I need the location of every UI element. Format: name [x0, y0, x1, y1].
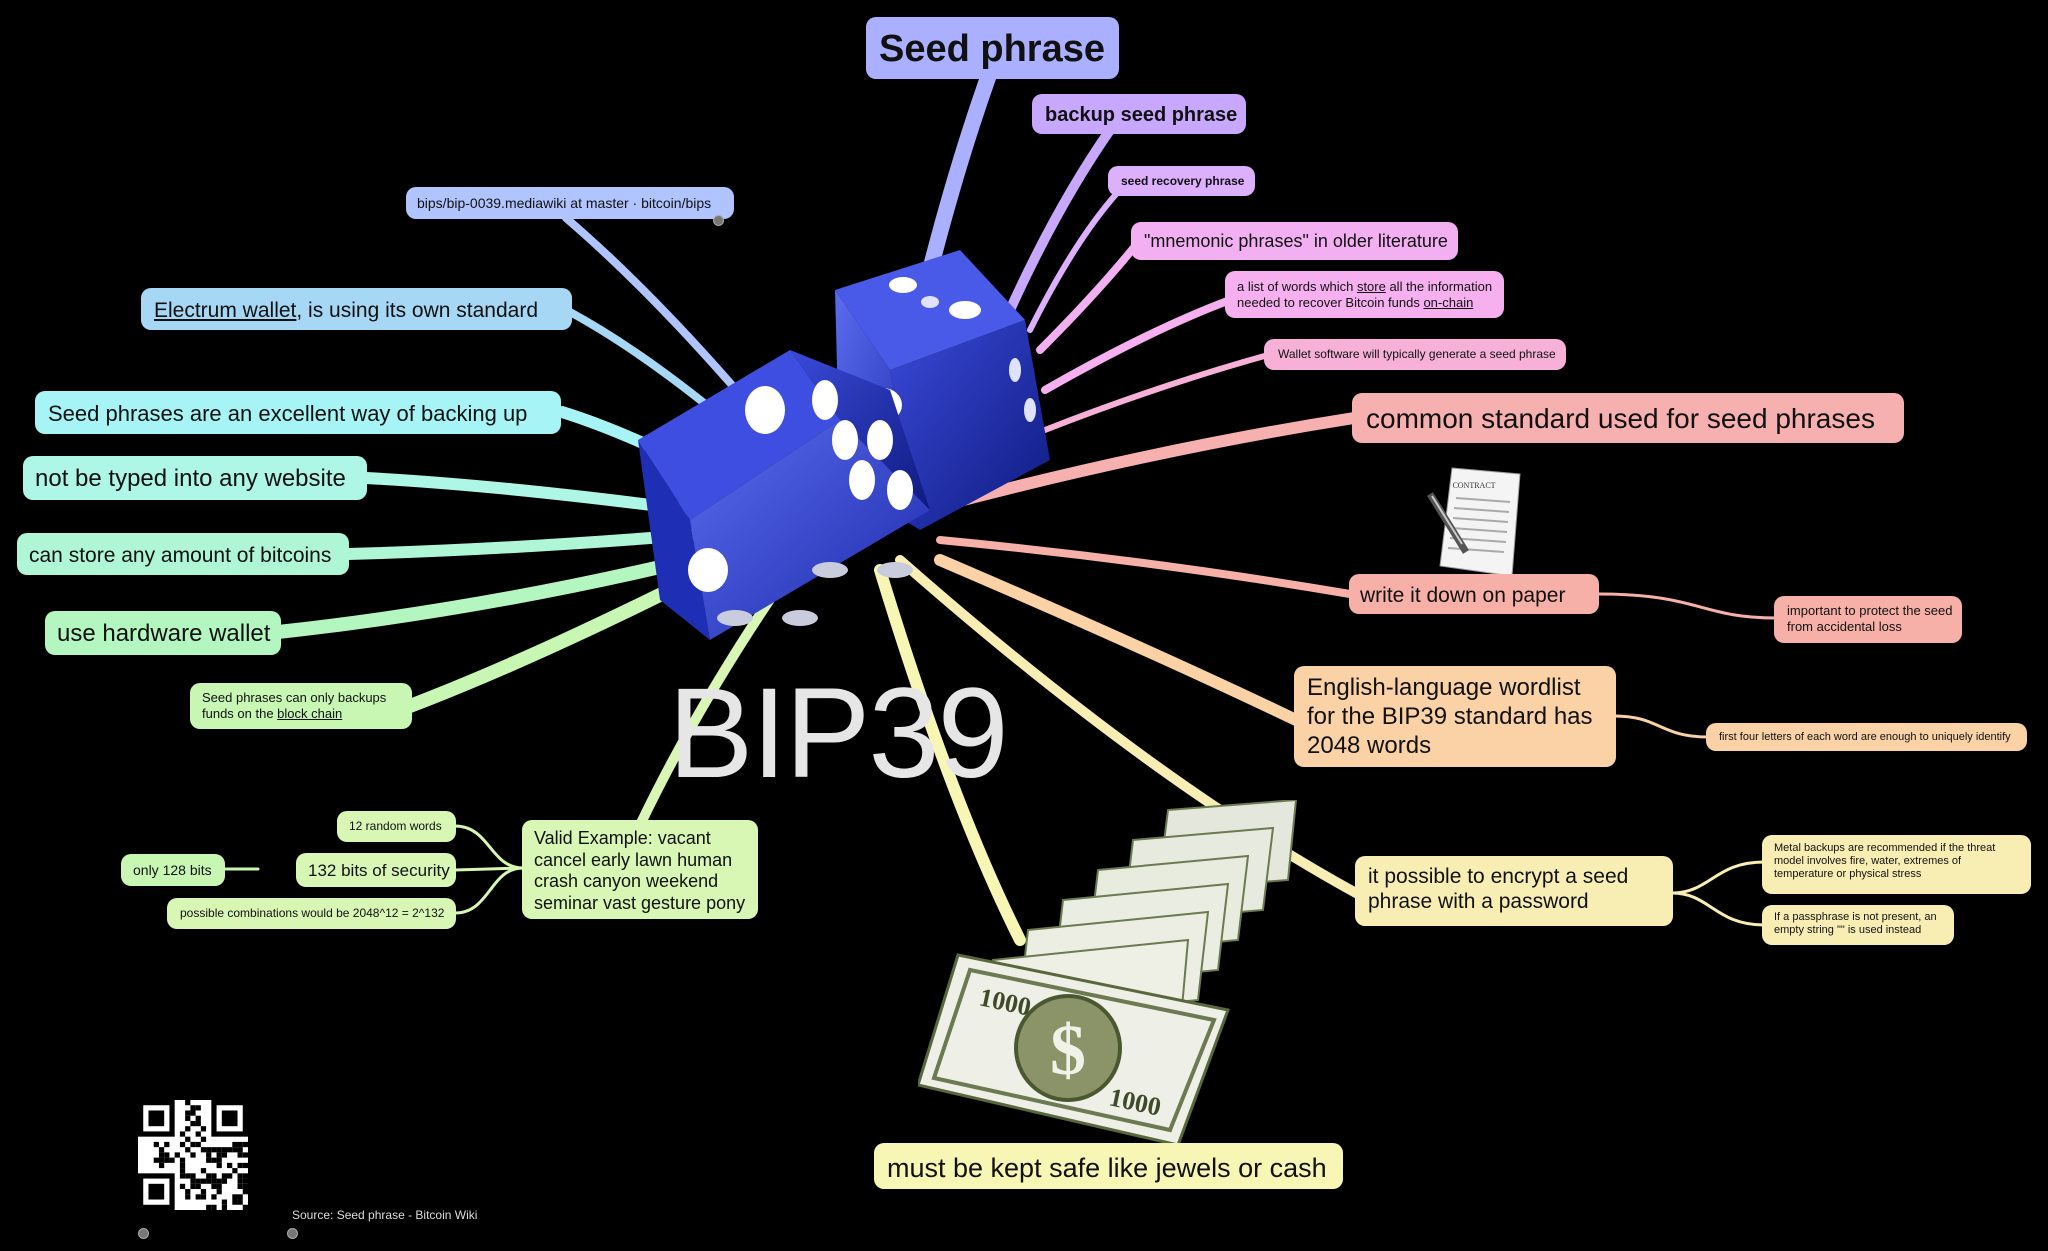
contract-icon: CONTRACT	[1427, 467, 1521, 577]
block-chain-link[interactable]: block chain	[277, 705, 343, 721]
branch-store-any	[342, 529, 696, 560]
node-backup-seed-phrase[interactable]: backup seed phrase	[1032, 94, 1246, 134]
store-link[interactable]: store	[1356, 279, 1386, 294]
node-protect-loss[interactable]: important to protect the seed from accid…	[1774, 596, 1962, 643]
node-not-typed[interactable]: not be typed into any website	[23, 456, 367, 500]
bill-symbol: $	[1050, 1010, 1086, 1090]
node-write-paper[interactable]: write it down on paper	[1349, 574, 1599, 614]
node-electrum-wallet[interactable]: Electrum wallet, is using its own standa…	[141, 288, 572, 330]
on-chain-link[interactable]: on-chain	[1423, 294, 1474, 310]
node-seed-recovery-phrase[interactable]: seed recovery phrase	[1108, 166, 1255, 196]
node-common-standard[interactable]: common standard used for seed phrases	[1352, 393, 1904, 443]
branch-list-words	[1041, 296, 1234, 394]
contract-label: CONTRACT	[1452, 481, 1495, 490]
branch-wordlist	[934, 554, 1302, 726]
branch-wallet-software	[1042, 352, 1271, 433]
branch-encrypt	[895, 555, 1361, 898]
node-132-bits[interactable]: 132 bits of security	[296, 853, 456, 887]
node-passphrase-empty[interactable]: If a passphrase is not present, an empty…	[1762, 905, 1954, 945]
dice-illustration	[638, 250, 1050, 640]
node-combinations[interactable]: possible combinations would be 2048^12 =…	[167, 898, 456, 929]
money-stack-icon: $ 1000 1000	[918, 800, 1298, 1147]
branch-only-backups	[403, 573, 697, 713]
link-indicator-icon[interactable]	[138, 1228, 149, 1239]
branch-kept-safe	[874, 564, 1026, 946]
branch-write-paper	[936, 536, 1354, 598]
node-first-four-letters[interactable]: first four letters of each word are enou…	[1706, 723, 2027, 751]
node-bips-link[interactable]: bips/bip-0039.mediawiki at master · bitc…	[406, 187, 734, 219]
front-die	[638, 350, 930, 640]
link-indicator-icon[interactable]	[287, 1228, 298, 1239]
node-excellent-backup[interactable]: Seed phrases are an excellent way of bac…	[35, 391, 561, 434]
branch-combos	[453, 866, 525, 915]
electrum-wallet-link[interactable]: Electrum wallet	[154, 299, 297, 322]
link-indicator-icon[interactable]	[713, 215, 724, 226]
node-wordlist[interactable]: English-language wordlist for the BIP39 …	[1294, 666, 1616, 767]
node-seed-phrase[interactable]: Seed phrase	[866, 17, 1119, 79]
branch-mnemonic	[1036, 236, 1144, 354]
branch-protect-loss	[1596, 592, 1778, 620]
branch-hardware	[271, 553, 697, 639]
electrum-text: , is using its own standard	[296, 299, 539, 322]
source-caption: Source: Seed phrase - Bitcoin Wiki	[292, 1208, 478, 1222]
node-wallet-software[interactable]: Wallet software will typically generate …	[1264, 339, 1566, 370]
node-hardware-wallet[interactable]: use hardware wallet	[45, 611, 281, 655]
node-list-of-words[interactable]: a list of words which store all the info…	[1225, 271, 1504, 318]
central-topic: BIP39	[668, 662, 1009, 805]
only-backups-text: Seed phrases can only backups funds on t…	[202, 690, 387, 721]
branch-recovery	[1027, 189, 1121, 333]
branch-backup-seed	[1005, 118, 1120, 315]
branch-132	[453, 866, 525, 872]
node-encrypt[interactable]: it possible to encrypt a seed phrase wit…	[1355, 856, 1673, 926]
node-valid-example[interactable]: Valid Example: vacant cancel early lawn …	[522, 820, 758, 919]
node-12-random-words[interactable]: 12 random words	[337, 811, 456, 842]
node-store-any-amount[interactable]: can store any amount of bitcoins	[17, 533, 349, 575]
node-128-bits[interactable]: only 128 bits	[121, 854, 225, 886]
branch-first-four	[1612, 714, 1710, 739]
node-kept-safe[interactable]: must be kept safe like jewels or cash	[874, 1143, 1343, 1189]
node-metal-backups[interactable]: Metal backups are recommended if the thr…	[1762, 835, 2031, 894]
branch-not-typed	[360, 472, 696, 516]
branch-bips	[562, 214, 749, 404]
list-words-text-2: all the information needed to recover Bi…	[1237, 279, 1493, 310]
qr-code-icon	[138, 1100, 248, 1210]
node-mnemonic-older[interactable]: "mnemonic phrases" in older literature	[1131, 222, 1458, 260]
branch-passphrase	[1670, 891, 1766, 927]
branch-metal	[1670, 860, 1766, 895]
node-only-backups[interactable]: Seed phrases can only backups funds on t…	[190, 683, 412, 729]
list-words-text-1: a list of words which	[1237, 279, 1357, 294]
branch-random-words	[453, 824, 525, 870]
